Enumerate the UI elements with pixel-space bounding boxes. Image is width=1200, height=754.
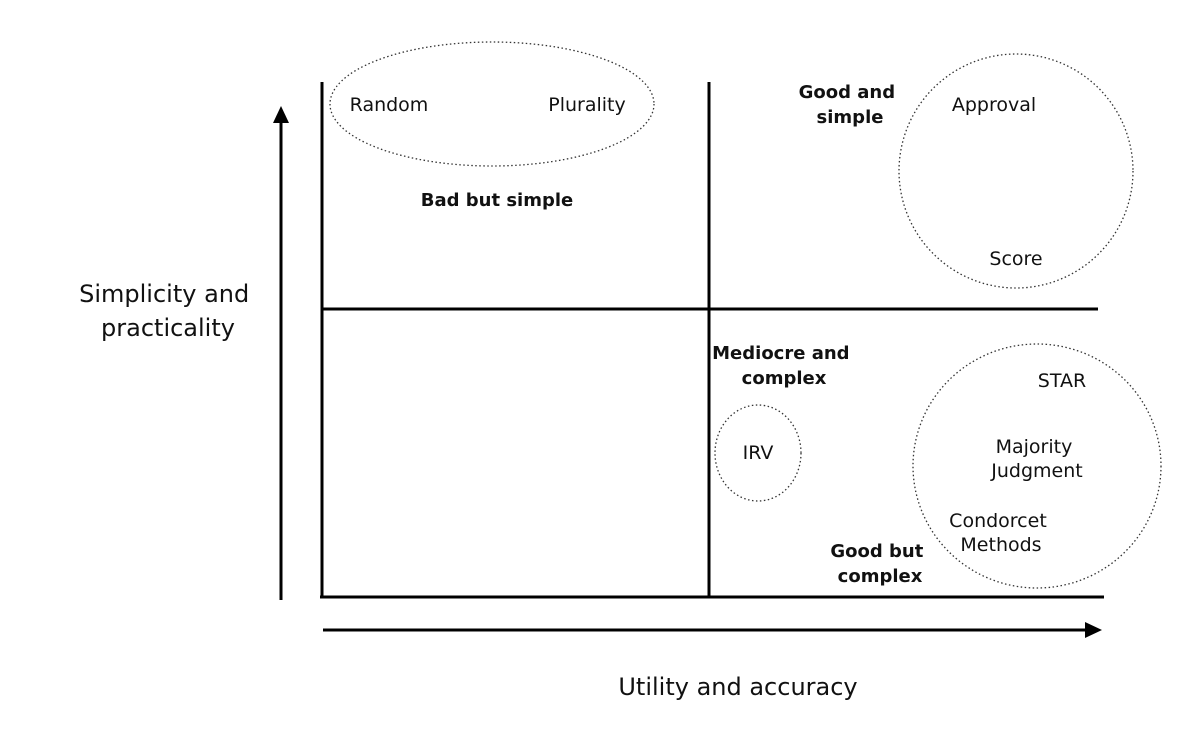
method-star: STAR	[1038, 370, 1086, 392]
y-axis-label: Simplicity and practicality	[79, 280, 257, 342]
x-axis-arrow	[323, 622, 1102, 638]
method-random: Random	[350, 94, 429, 116]
x-axis-label: Utility and accuracy	[618, 673, 857, 701]
approval-score-group-circle	[898, 53, 1134, 289]
irv-group-circle	[714, 404, 802, 502]
method-majority-judgment: Majority Judgment	[990, 436, 1082, 482]
y-axis-label-line2: practicality	[101, 314, 235, 342]
y-axis-label-line1: Simplicity and	[79, 280, 249, 308]
good-complex-group-circle	[912, 343, 1162, 589]
quadrant-bad-but-simple: Bad but simple	[421, 190, 574, 211]
random-plurality-group-ellipse	[329, 41, 655, 167]
quadrant-mediocre-and-complex: Mediocre and complex	[712, 343, 856, 389]
method-score: Score	[989, 248, 1042, 270]
method-plurality: Plurality	[548, 94, 625, 116]
quadrant-good-and-simple: Good and simple	[799, 82, 902, 128]
y-axis-arrow	[273, 106, 289, 600]
quadrant-good-but-complex: Good but complex	[830, 541, 929, 587]
method-approval: Approval	[952, 94, 1036, 116]
method-condorcet: Condorcet Methods	[949, 510, 1053, 556]
method-irv: IRV	[743, 442, 774, 464]
